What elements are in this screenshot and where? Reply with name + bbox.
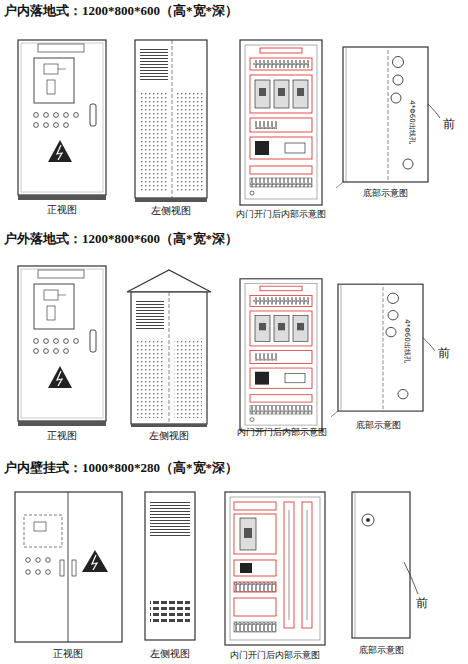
- interior-view: [240, 279, 322, 431]
- front-view: [82, 550, 108, 572]
- side-view: [135, 40, 207, 198]
- side-view: [131, 292, 207, 424]
- front-view: [72, 560, 76, 576]
- interior-view: [289, 510, 290, 620]
- side-view: [140, 48, 168, 82]
- front-view: [46, 570, 51, 575]
- front-view: [18, 40, 106, 200]
- interior-view: [240, 518, 256, 550]
- interior-view: [234, 502, 276, 510]
- front-view: [46, 558, 51, 563]
- hole-note: 4*Φ60出线孔: [403, 319, 411, 362]
- view-caption: 内门开门后内部示意图: [230, 650, 320, 660]
- interior-view: [234, 582, 276, 592]
- interior-view: [225, 492, 325, 645]
- bottom-view: [404, 562, 418, 594]
- section-heading: 户外落地式：1200*800*600（高*宽*深）: [4, 232, 238, 247]
- view-caption: 正视图: [53, 648, 83, 660]
- interior-view: [225, 492, 325, 645]
- front-view: [26, 558, 31, 563]
- side-view: [150, 598, 190, 624]
- view-caption: 左侧视图: [151, 205, 191, 217]
- side-view: [136, 338, 164, 418]
- front-view: [26, 558, 51, 575]
- interior-view: [234, 622, 276, 632]
- bottom-view: [362, 514, 374, 526]
- interior-view: [230, 497, 320, 640]
- view-caption: 底部示意图: [363, 188, 408, 198]
- front-view: [92, 555, 97, 570]
- interior-view: [240, 563, 252, 573]
- interior-view: [284, 502, 294, 628]
- bottom-view: [352, 492, 410, 638]
- side-view: [150, 502, 190, 538]
- view-caption: 内门开门后内部示意图: [236, 209, 326, 219]
- view-caption: 正视图: [47, 430, 77, 442]
- front-view: [34, 522, 46, 531]
- view-caption: 内门开门后内部示意图: [237, 427, 327, 437]
- section-heading: 户内壁挂式：1000*800*280（高*宽*深）: [4, 461, 238, 476]
- front-marker: 前: [443, 118, 455, 132]
- front-view: [15, 492, 122, 642]
- view-caption: 底部示意图: [359, 645, 404, 655]
- view-caption: 左侧视图: [149, 430, 189, 442]
- interior-view: [244, 528, 252, 538]
- bottom-view: [366, 518, 370, 522]
- view-caption: 左侧视图: [150, 648, 190, 660]
- interior-view: [240, 40, 322, 205]
- front-marker: 前: [438, 347, 450, 361]
- bottom-view: [352, 492, 418, 638]
- hole-note: 4*Φ60出线孔: [408, 100, 416, 143]
- side-view: [127, 270, 211, 427]
- side-view: [127, 270, 211, 292]
- side-view: [174, 338, 202, 418]
- front-view: [68, 492, 69, 642]
- front-view: [36, 558, 41, 563]
- bottom-view: [355, 492, 356, 638]
- interior-view: [302, 502, 312, 628]
- interior-view: [234, 514, 276, 554]
- side-view: [172, 40, 173, 198]
- side-view: [145, 492, 195, 640]
- side-view: [169, 292, 170, 424]
- side-view: [135, 40, 207, 202]
- front-view: [60, 560, 64, 576]
- front-view: [36, 570, 41, 575]
- view-caption: 底部示意图: [356, 420, 401, 430]
- side-view: [145, 492, 195, 640]
- side-view: [140, 92, 168, 192]
- front-marker: 前: [416, 597, 428, 611]
- side-view: [136, 300, 164, 330]
- section-heading: 户内落地式：1200*800*600（高*宽*深）: [4, 4, 238, 19]
- bottom-view: [336, 47, 440, 188]
- front-view: [15, 492, 122, 642]
- side-view: [177, 92, 203, 192]
- interior-view: [307, 510, 308, 620]
- front-view: [24, 515, 62, 547]
- interior-view: [234, 560, 276, 576]
- bottom-view: [331, 284, 435, 417]
- side-view: [131, 424, 207, 427]
- interior-view: [234, 598, 276, 616]
- front-view: [18, 266, 106, 426]
- side-view: [135, 198, 207, 202]
- view-caption: 正视图: [47, 204, 77, 216]
- front-view: [26, 570, 31, 575]
